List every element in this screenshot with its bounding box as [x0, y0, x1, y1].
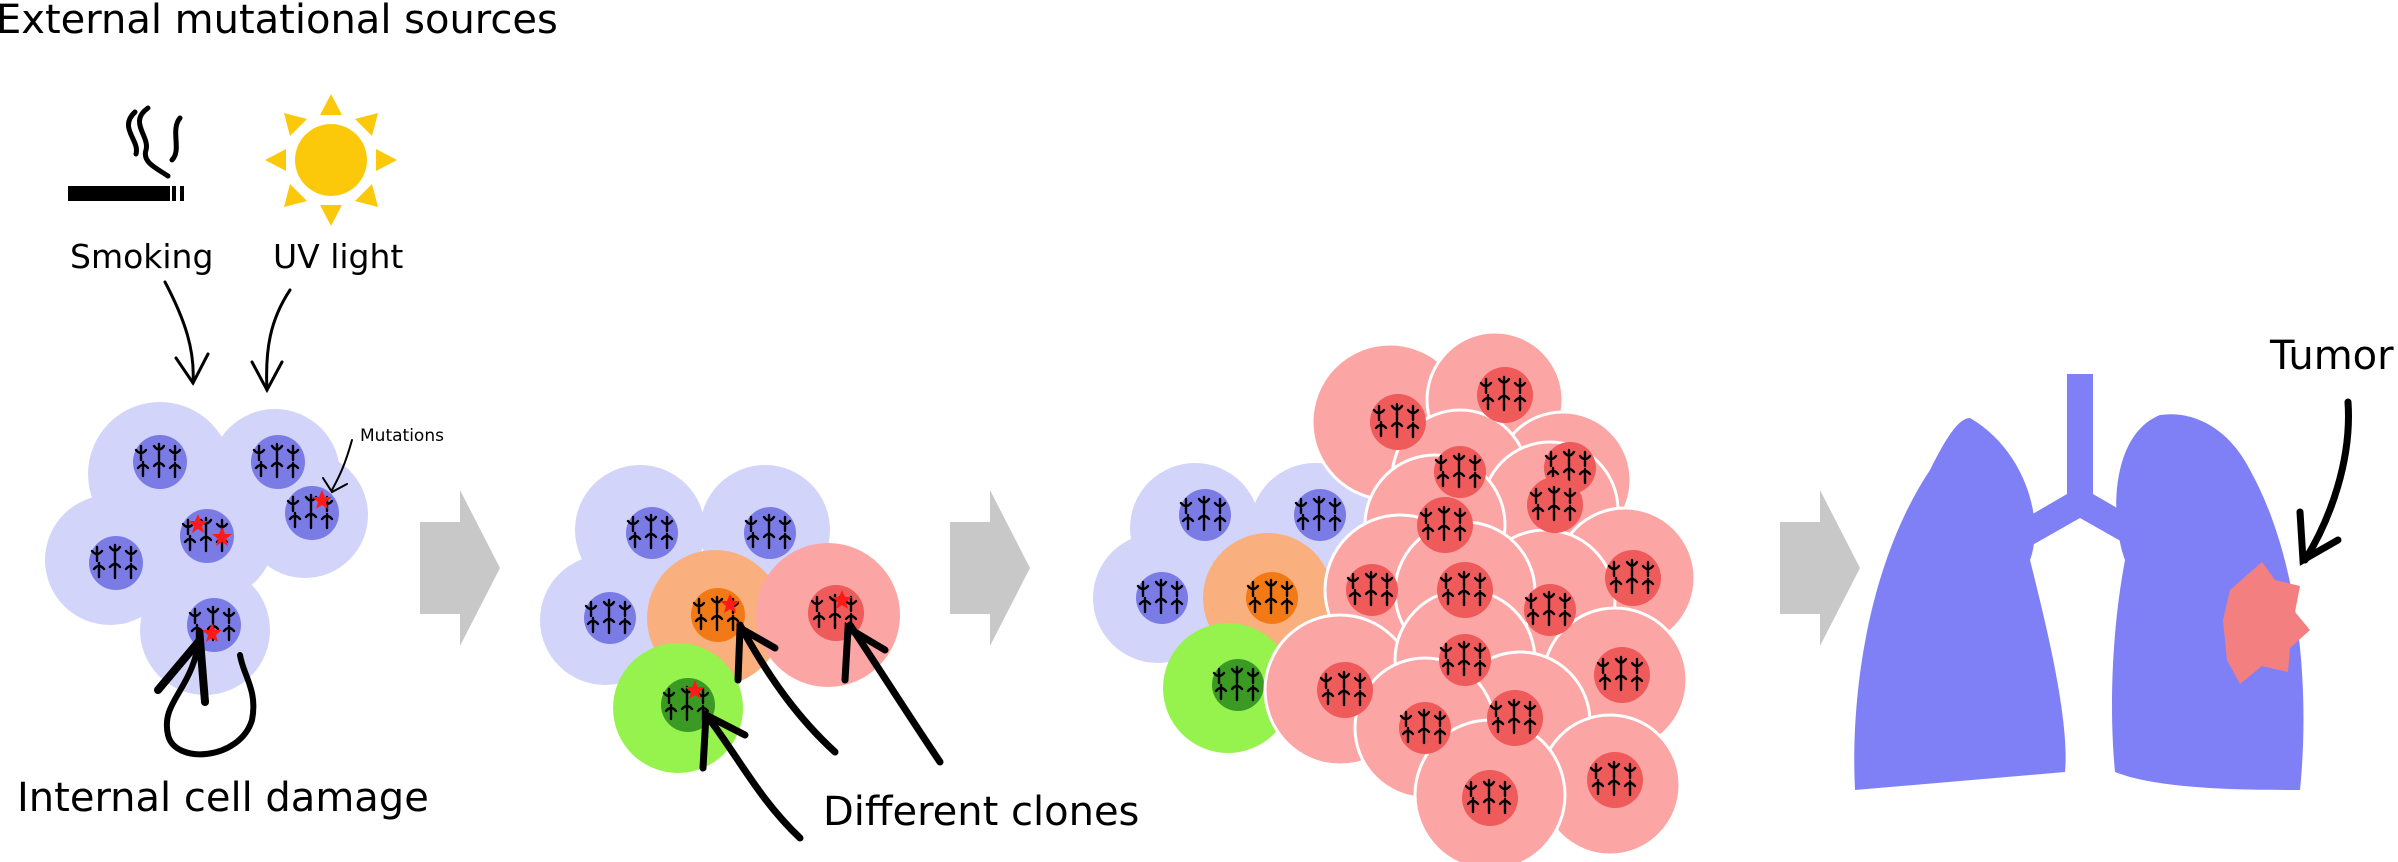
mutations-label: Mutations	[360, 426, 444, 446]
nucleus	[1246, 572, 1298, 624]
title-label: External mutational sources	[0, 0, 558, 43]
sun-icon	[265, 94, 397, 226]
nucleus	[584, 592, 636, 644]
internal-damage-label: Internal cell damage	[17, 775, 429, 821]
nucleus	[251, 435, 305, 489]
right-arrow-icon	[420, 490, 1860, 646]
nucleus	[1136, 572, 1188, 624]
source-arrows	[163, 280, 292, 394]
nucleus	[661, 678, 715, 732]
nucleus	[1179, 489, 1231, 541]
stage1-cells	[45, 402, 368, 758]
nucleus	[133, 435, 187, 489]
uv-light-label: UV light	[273, 237, 404, 276]
tumor-nuclei	[1317, 367, 1661, 826]
cigarette-icon	[68, 105, 184, 201]
nucleus	[744, 507, 796, 559]
tumor-pointer	[2296, 398, 2352, 566]
mutations-pointer	[322, 439, 353, 494]
lungs	[1854, 374, 2304, 790]
nucleus	[626, 507, 678, 559]
stage3-cells	[1093, 330, 1697, 862]
smoking-label: Smoking	[70, 237, 214, 276]
nucleus	[1212, 659, 1264, 711]
tumor-mass	[2223, 562, 2310, 684]
different-clones-label: Different clones	[823, 789, 1140, 835]
stage2-cells	[540, 465, 944, 842]
nucleus	[285, 486, 339, 540]
clone-pointers	[699, 621, 944, 842]
internal-damage-loop	[163, 629, 257, 758]
nucleus	[89, 536, 143, 590]
tumor-label: Tumor	[2270, 333, 2394, 379]
nucleus	[1294, 489, 1346, 541]
